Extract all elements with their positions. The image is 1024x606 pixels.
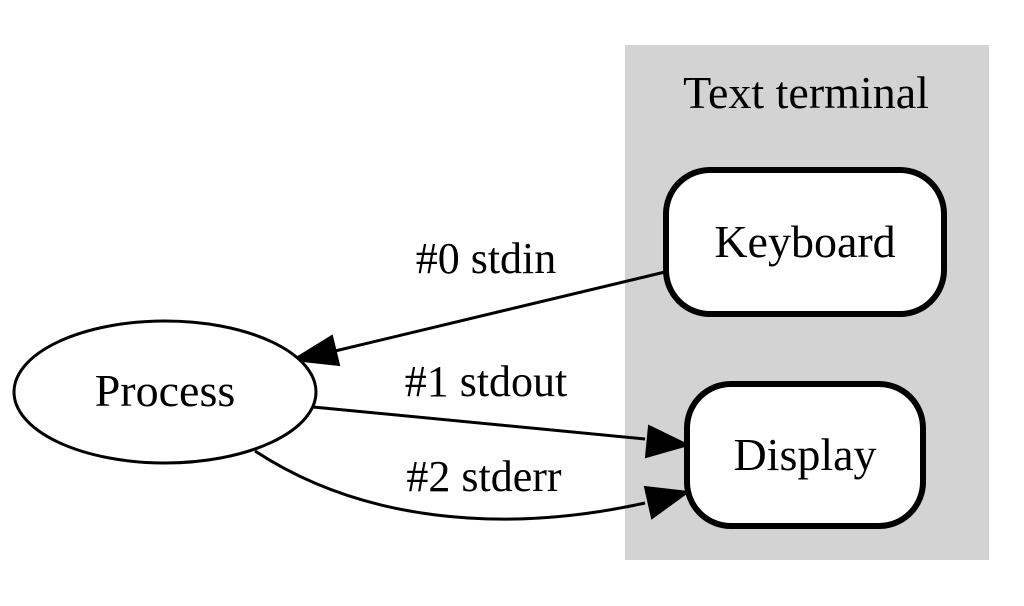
edge-stdin-label: #0 stdin [416,234,557,283]
edge-stdout: #1 stdout [312,357,691,459]
edge-stdout-label: #1 stdout [405,357,568,406]
node-keyboard: Keyboard [663,167,947,317]
node-process-shape [12,319,318,465]
edge-stdin: #0 stdin [289,234,666,367]
node-keyboard-label: Keyboard [714,216,895,267]
edge-stderr-label: #2 stderr [406,452,562,501]
node-display-shape [684,381,926,529]
edge-stdin-line [334,270,666,353]
node-display: Display [684,381,926,529]
node-display-label: Display [733,429,876,480]
cluster-label: Text terminal [683,67,929,118]
edge-stderr-line [254,449,646,521]
node-process: Process [12,319,318,465]
edge-stderr-arrowhead [643,485,691,520]
edge-stdout-arrowhead [644,424,691,459]
edge-stdin-arrowhead [289,334,341,367]
edge-stderr: #2 stderr [254,449,691,521]
node-keyboard-shape [663,167,947,317]
node-process-label: Process [95,365,236,416]
edge-stdout-line [312,405,646,441]
